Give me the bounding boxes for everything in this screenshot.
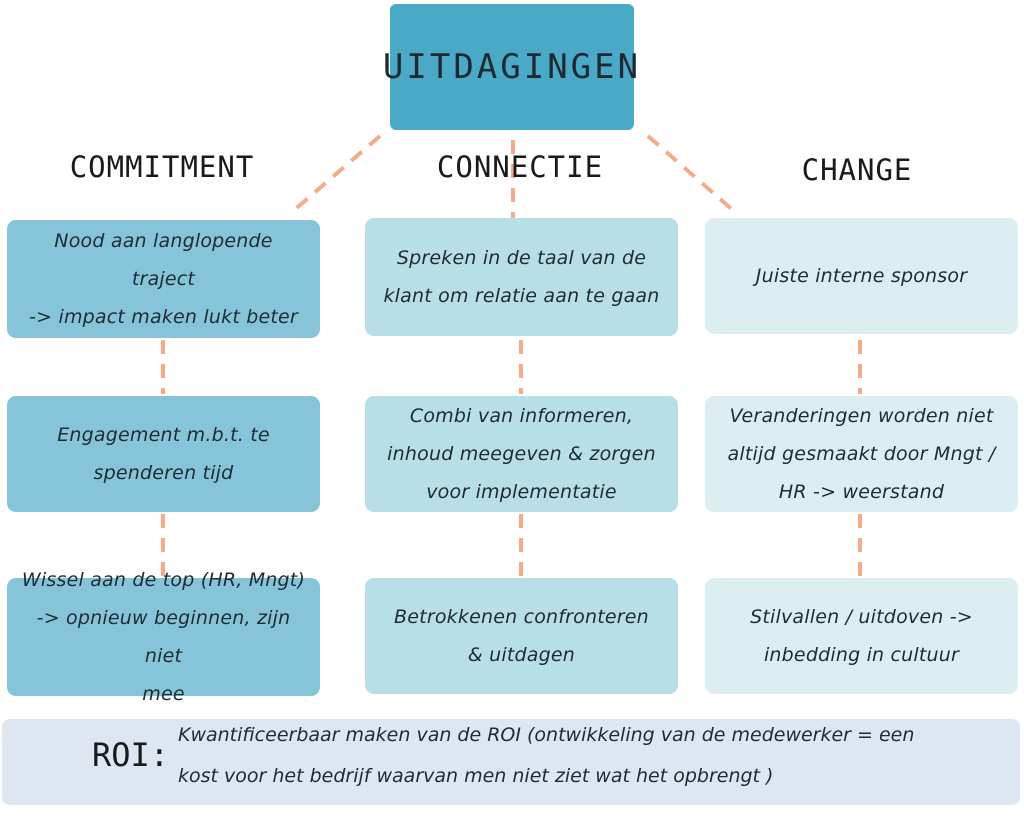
diagram-title: UITDAGINGEN [382, 47, 642, 87]
box-line: mee [142, 683, 185, 705]
connectie-box-2: Combi van informeren, inhoud meegeven & … [365, 396, 678, 512]
box-line: & uitdagen [467, 644, 576, 666]
change-box-1: Juiste interne sponsor [705, 218, 1018, 334]
roi-label: ROI: [92, 736, 170, 774]
connector-top-right [646, 134, 737, 214]
connectie-box-3: Betrokkenen confronteren & uitdagen [365, 578, 678, 694]
box-line: Betrokkenen confronteren [394, 606, 649, 628]
commitment-box-3: Wissel aan de top (HR, Mngt) -> opnieuw … [7, 569, 320, 705]
box-line: altijd gesmaakt door Mngt / [727, 443, 996, 465]
roi-band [2, 719, 1020, 805]
box-line: Wissel aan de top (HR, Mngt) [21, 569, 306, 591]
change-box-3: Stilvallen / uitdoven -> inbedding in cu… [705, 578, 1018, 694]
box-line: Nood aan langlopende traject [54, 230, 273, 290]
box-line: spenderen tijd [93, 462, 234, 484]
roi-text-line-1: Kwantificeerbaar maken van de ROI (ontwi… [178, 724, 915, 746]
column-heading-connectie: CONNECTIE [436, 150, 604, 184]
change-box-2: Veranderingen worden niet altijd gesmaak… [705, 396, 1018, 512]
column-heading-change: CHANGE [801, 153, 913, 187]
commitment-box-2: Engagement m.b.t. te spenderen tijd [7, 396, 320, 512]
column-heading-commitment: COMMITMENT [69, 150, 255, 184]
box-line: voor implementatie [426, 481, 617, 503]
box-line: Veranderingen worden niet [729, 405, 994, 427]
box-line: Combi van informeren, [409, 405, 634, 427]
connectie-box-1: Spreken in de taal van de klant om relat… [365, 218, 678, 336]
connector-top-left [290, 134, 382, 214]
roi-text-line-2: kost voor het bedrijf waarvan men niet z… [178, 765, 774, 787]
box-line: -> opnieuw beginnen, zijn niet [36, 607, 291, 667]
box-line: -> impact maken lukt beter [29, 306, 298, 328]
box-line: klant om relatie aan te gaan [383, 285, 660, 307]
box-line: inbedding in cultuur [763, 644, 960, 666]
box-line: HR -> weerstand [778, 481, 945, 503]
box-line: inhoud meegeven & zorgen [387, 443, 656, 465]
box-line: Spreken in de taal van de [396, 247, 647, 269]
box-line: Juiste interne sponsor [755, 265, 968, 287]
title-box: UITDAGINGEN [383, 4, 638, 130]
box-line: Engagement m.b.t. te [57, 424, 270, 446]
commitment-box-1: Nood aan langlopende traject -> impact m… [7, 220, 320, 338]
box-line: Stilvallen / uitdoven -> [750, 606, 973, 628]
